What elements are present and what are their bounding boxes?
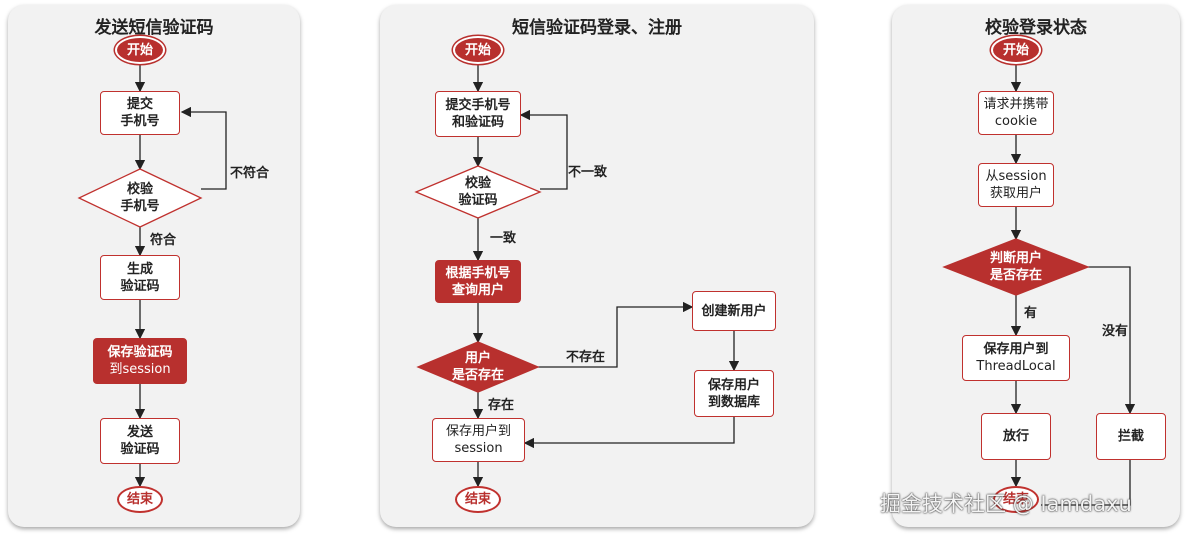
save-db-box: 保存用户到数据库 [694, 370, 774, 417]
flow-connectors [942, 64, 1136, 506]
send-code-box: 发送验证码 [100, 418, 180, 464]
label-none: 没有 [1102, 324, 1129, 339]
save-code-box: 保存验证码到session [93, 338, 187, 384]
create-user-box: 创建新用户 [692, 291, 776, 331]
label-not-match: 不符合 [230, 166, 270, 181]
watermark: 掘金技术社区 @ Iamdaxu [880, 492, 1132, 516]
intercept-box: 拦截 [1096, 413, 1166, 460]
user-exists-text: 用户是否存在 [451, 351, 504, 383]
start-oval: 开始 [991, 36, 1041, 64]
label-inconsistent: 不一致 [568, 165, 608, 180]
end-oval: 结束 [993, 486, 1039, 513]
generate-code-box: 生成验证码 [100, 255, 180, 300]
end-oval: 结束 [117, 486, 163, 513]
label-not-exists: 不存在 [566, 350, 606, 365]
judge-user-text: 判断用户是否存在 [989, 251, 1042, 283]
panel-sms-login-register: 短信验证码登录、注册 开始 提交手机号和验证码 校验验证码 不一致 一致 根据手… [380, 5, 814, 527]
panel-send-sms-code: 发送短信验证码 开始 提交手机号 校验手机号 不符合 符合 生成验证码 保存验证… [8, 5, 300, 527]
start-oval: 开始 [115, 36, 165, 64]
panel-title: 校验登录状态 [985, 18, 1087, 38]
check-phone-diamond [77, 168, 203, 228]
check-code-text: 校验验证码 [458, 176, 498, 208]
query-user-box: 根据手机号查询用户 [435, 260, 521, 303]
release-box: 放行 [981, 413, 1051, 460]
label-has: 有 [1024, 306, 1038, 321]
check-code-diamond [414, 165, 542, 219]
label-match: 符合 [150, 233, 177, 248]
flow-connectors [414, 64, 740, 488]
end-oval: 结束 [455, 486, 501, 513]
judge-user-diamond [942, 238, 1090, 296]
label-consistent: 一致 [490, 231, 517, 246]
check-phone-text: 校验手机号 [120, 182, 160, 214]
panel-title: 发送短信验证码 [94, 18, 214, 38]
submit-phone-box: 提交手机号 [100, 91, 180, 135]
submit-phone-code-box: 提交手机号和验证码 [435, 91, 521, 137]
flow-connectors [77, 64, 227, 488]
user-exists-diamond [416, 341, 540, 393]
label-exists: 存在 [488, 398, 515, 413]
start-oval: 开始 [453, 36, 503, 64]
panel-title: 短信验证码登录、注册 [512, 18, 682, 38]
